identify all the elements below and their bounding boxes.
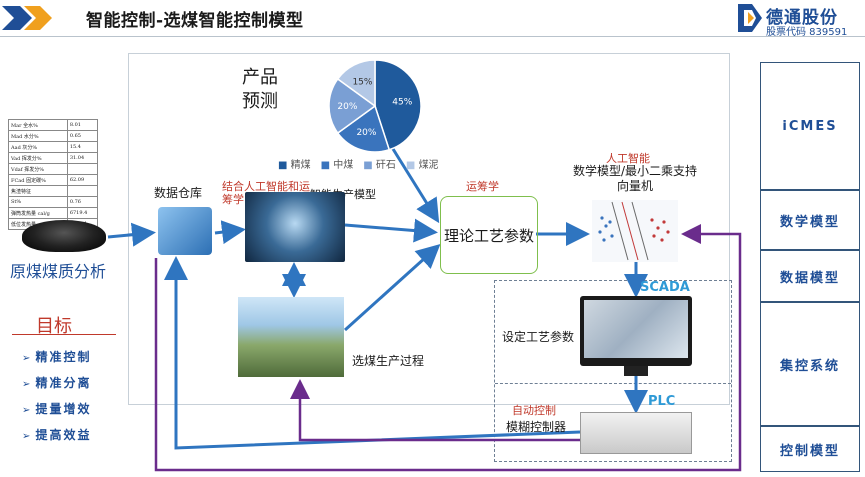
- auto-control-label: 自动控制: [512, 404, 556, 417]
- server-icon: [158, 207, 212, 255]
- goal-item: ➢ 提量增效: [22, 402, 92, 416]
- raw-coal-image: [22, 220, 106, 252]
- pie-data-label-3: 15%: [352, 77, 372, 87]
- table-row: Vad 挥发分%31.04: [8, 152, 99, 164]
- math-model-label: 数学模型/最小二乘支持向量机: [572, 164, 698, 193]
- product-pie-chart: 45% 20% 20% 15%: [328, 59, 422, 153]
- stock-code: 股票代码 839591: [766, 27, 848, 38]
- pie-data-label-2: 20%: [337, 102, 357, 112]
- page-title: 智能控制-选煤智能控制模型: [86, 11, 304, 31]
- monitor-stand: [624, 366, 648, 376]
- smart-model-image: [245, 192, 345, 262]
- pie-slices: [328, 59, 422, 153]
- production-process-label: 选煤生产过程: [352, 354, 425, 368]
- goal-item: ➢ 精准控制: [22, 350, 92, 364]
- company-logo-icon: [738, 4, 762, 32]
- production-process-image: [238, 297, 344, 377]
- side-box-control-model: 控制模型: [760, 426, 860, 472]
- control-frame: [494, 280, 732, 462]
- goal-item: ➢ 精准分离: [22, 376, 92, 390]
- pie-legend: ■ 精煤 ■ 中煤 ■ 矸石 ■ 煤泥: [278, 156, 439, 171]
- goals-list: ➢ 精准控制 ➢ 精准分离 ➢ 提量增效 ➢ 提高效益: [22, 346, 92, 450]
- pie-data-label-1: 20%: [356, 128, 376, 138]
- goals-title: 目标: [36, 316, 72, 337]
- legend-item: ■ 精煤: [278, 160, 311, 171]
- side-box-icmes: iCMES: [760, 62, 860, 190]
- pie-slice-0: [374, 59, 422, 151]
- ai-label: 人工智能: [606, 152, 650, 165]
- set-params-label: 设定工艺参数: [502, 330, 575, 344]
- arrow-icon: ➢: [22, 431, 31, 442]
- data-warehouse-label: 数据仓库: [154, 186, 203, 200]
- plc-image: [580, 412, 692, 454]
- scada-monitor-image: [580, 296, 692, 366]
- plc-label: PLC: [648, 394, 676, 409]
- coal-quality-table: Mar 全水%8.01 Mad 水分%0.65 Aad 灰分%15.4 Vad …: [8, 119, 99, 230]
- legend-item: ■ 煤泥: [405, 160, 439, 171]
- fuzzy-controller-label: 模糊控制器: [506, 420, 567, 434]
- pie-slice-1: [336, 104, 391, 153]
- table-row: FCad 固定碳%62.09: [8, 174, 99, 186]
- theory-params-label: 理论工艺参数: [443, 226, 534, 245]
- operations-research-label: 运筹学: [466, 180, 499, 193]
- pie-slice-3: [336, 59, 376, 108]
- svm-scatter-image: [592, 200, 678, 262]
- theory-params-box: 理论工艺参数: [440, 196, 538, 274]
- table-row: Mad 水分%0.65: [8, 130, 99, 142]
- goal-item: ➢ 提高效益: [22, 428, 92, 442]
- scada-label: SCADA: [640, 280, 690, 295]
- side-box-control-system: 集控系统: [760, 302, 860, 426]
- arrow-icon: ➢: [22, 379, 31, 390]
- arrow-icon: ➢: [22, 353, 31, 364]
- product-forecast-label: 产品预测: [242, 67, 278, 112]
- table-row: Mar 全水%8.01: [8, 119, 99, 131]
- side-box-math-model: 数学模型: [760, 190, 860, 250]
- arrow-icon: ➢: [22, 405, 31, 416]
- ai-or-label: 结合人工智能和运筹学: [222, 180, 310, 206]
- pie-data-label-0: 45%: [392, 98, 412, 108]
- header-chevron-icon: [2, 6, 52, 30]
- model-frame: [128, 53, 730, 405]
- table-row: Aad 灰分%15.4: [8, 141, 99, 153]
- raw-coal-label: 原煤煤质分析: [10, 262, 107, 281]
- company-name: 德通股份: [766, 8, 838, 28]
- legend-item: ■ 矸石: [363, 160, 396, 171]
- pie-slice-2: [328, 77, 377, 135]
- table-row: 焦渣特征: [8, 185, 99, 197]
- header-divider: [0, 36, 865, 37]
- table-row: St%0.76: [8, 196, 99, 208]
- side-box-data-model: 数据模型: [760, 250, 860, 302]
- table-row: Vdaf 挥发分%: [8, 163, 99, 175]
- legend-item: ■ 中煤: [320, 160, 354, 171]
- goals-underline: [12, 334, 116, 335]
- pie-labels: 45% 20% 20% 15%: [337, 77, 412, 138]
